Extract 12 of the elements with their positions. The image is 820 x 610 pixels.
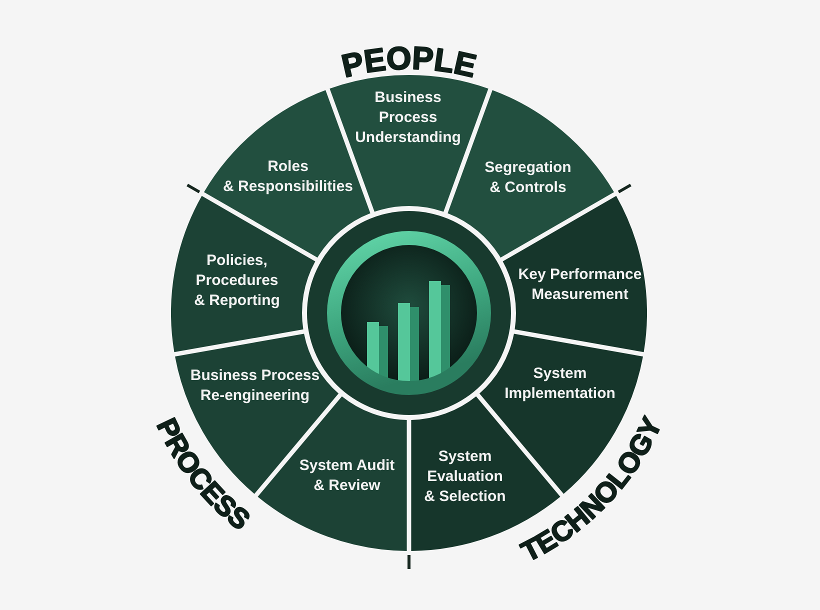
segment-label: System Evaluation & Selection xyxy=(424,447,506,507)
group-label: PEOPLE xyxy=(338,40,480,84)
wheel-segment xyxy=(502,195,647,353)
wheel-segment xyxy=(171,195,316,353)
segment-label: Policies, Procedures & Reporting xyxy=(194,251,280,311)
segment-label: Roles & Responsibilities xyxy=(222,157,354,197)
segment-label: System Audit & Review xyxy=(299,456,395,496)
segment-label: System Implementation xyxy=(504,364,616,404)
segment-label: Segregation & Controls xyxy=(484,158,572,198)
segment-label: Business Process Understanding xyxy=(355,88,461,148)
segment-label: Key Performance Measurement xyxy=(518,265,642,305)
segment-label: Business Process Re-engineering xyxy=(190,366,320,406)
